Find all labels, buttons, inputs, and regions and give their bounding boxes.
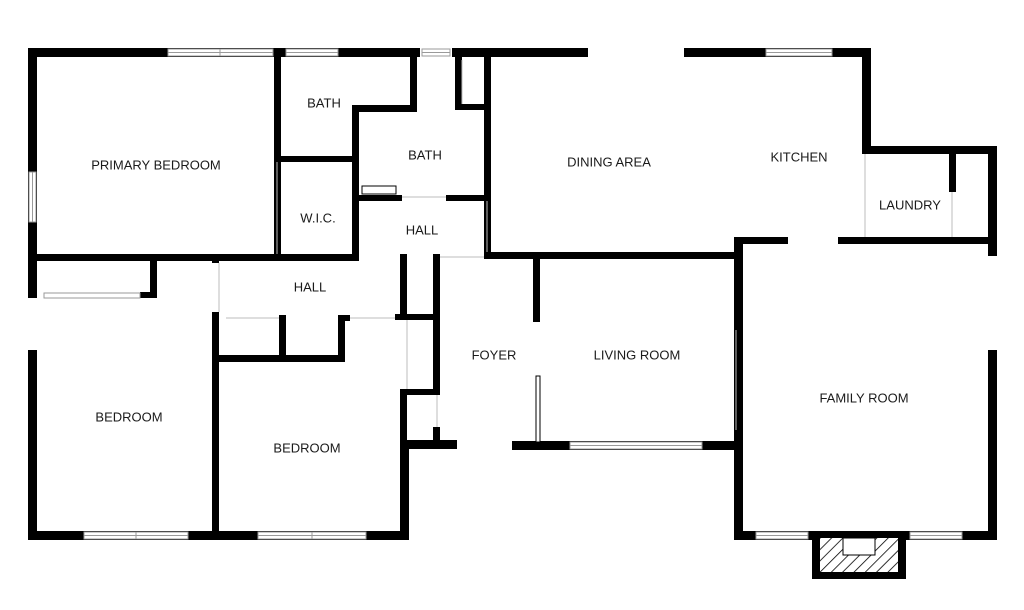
exterior-walls [28, 48, 997, 540]
window [569, 441, 703, 450]
room-label-wic: W.I.C. [300, 210, 335, 225]
room-label-kitchen: KITCHEN [770, 149, 827, 164]
interior-walls [28, 57, 997, 540]
room-label-hall-upper: HALL [406, 222, 439, 237]
room-label-bath-2: BATH [408, 147, 442, 162]
window [909, 531, 963, 540]
room-label-bath-1: BATH [307, 95, 341, 110]
room-label-foyer: FOYER [472, 347, 517, 362]
room-label-dining-area: DINING AREA [567, 154, 651, 169]
room-label-hall-lower: HALL [294, 279, 327, 294]
room-label-laundry: LAUNDRY [879, 197, 941, 212]
window [43, 292, 141, 299]
room-label-primary-bedroom: PRIMARY BEDROOM [91, 157, 221, 172]
window [83, 531, 189, 540]
window [28, 171, 37, 223]
window [167, 48, 274, 57]
window [755, 531, 809, 540]
room-labels: PRIMARY BEDROOM BATH BATH W.I.C. HALL HA… [91, 95, 941, 455]
room-label-bedroom-2: BEDROOM [273, 440, 340, 455]
room-label-bedroom-1: BEDROOM [95, 409, 162, 424]
windows [28, 48, 963, 540]
fireplace-hatch-icon [812, 531, 906, 579]
openings [27, 47, 998, 350]
door-lines [218, 60, 953, 443]
window [285, 48, 339, 57]
room-label-family-room: FAMILY ROOM [819, 390, 908, 405]
room-label-living-room: LIVING ROOM [594, 347, 681, 362]
window [765, 48, 833, 57]
window [421, 48, 451, 57]
window [257, 531, 367, 540]
